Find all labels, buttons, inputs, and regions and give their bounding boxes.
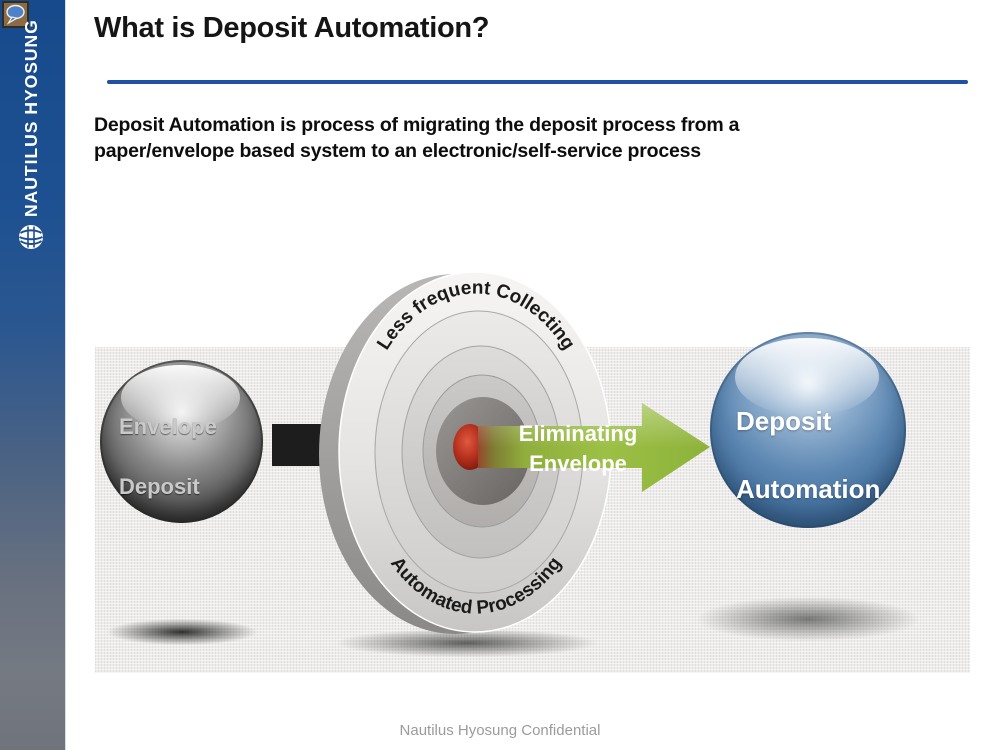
process-disc: Less frequent Collecting Automated Proce… xyxy=(319,271,612,634)
title-accent-rule xyxy=(107,80,968,84)
slide-subtitle: Deposit Automation is process of migrati… xyxy=(94,112,884,164)
hyosung-globe-icon xyxy=(19,225,43,249)
confidential-footer: Nautilus Hyosung Confidential xyxy=(399,722,601,739)
subtitle-line-2: paper/envelope based system to an electr… xyxy=(94,140,701,162)
vertical-brand: NAUTILUS HYOSUNG xyxy=(18,19,44,250)
speech-bubble-icon xyxy=(2,1,29,28)
envelope-deposit-label: Envelope Deposit xyxy=(119,412,217,502)
automation-label-line1: Deposit xyxy=(736,406,832,436)
envelope-deposit-node: Envelope Deposit xyxy=(100,360,263,523)
arrow-label-line1: Eliminating xyxy=(519,421,638,446)
arrow-shape-highlight xyxy=(478,403,710,492)
envelope-label-line2: Deposit xyxy=(119,474,200,499)
deposit-automation-node: Deposit Automation xyxy=(710,332,906,528)
arrow-label-line2: Envelope xyxy=(529,451,627,476)
brand-text: NAUTILUS HYOSUNG xyxy=(20,19,41,217)
sphere-gloss xyxy=(735,337,879,417)
page-title: What is Deposit Automation? xyxy=(94,12,490,44)
deposit-automation-label: Deposit Automation xyxy=(736,404,880,506)
subtitle-line-1: Deposit Automation is process of migrati… xyxy=(94,114,740,136)
brand-sidebar: NAUTILUS HYOSUNG xyxy=(0,0,66,750)
speech-bubble-glyph xyxy=(6,4,25,25)
eliminating-envelope-arrow: Eliminating Envelope xyxy=(478,403,710,492)
sphere-gloss xyxy=(121,364,241,431)
blue-sphere-shadow xyxy=(698,597,918,641)
envelope-label-line1: Envelope xyxy=(119,414,217,439)
disc-shadow xyxy=(338,629,596,657)
gray-sphere-shadow xyxy=(108,619,256,645)
automation-label-line2: Automation xyxy=(736,474,881,504)
